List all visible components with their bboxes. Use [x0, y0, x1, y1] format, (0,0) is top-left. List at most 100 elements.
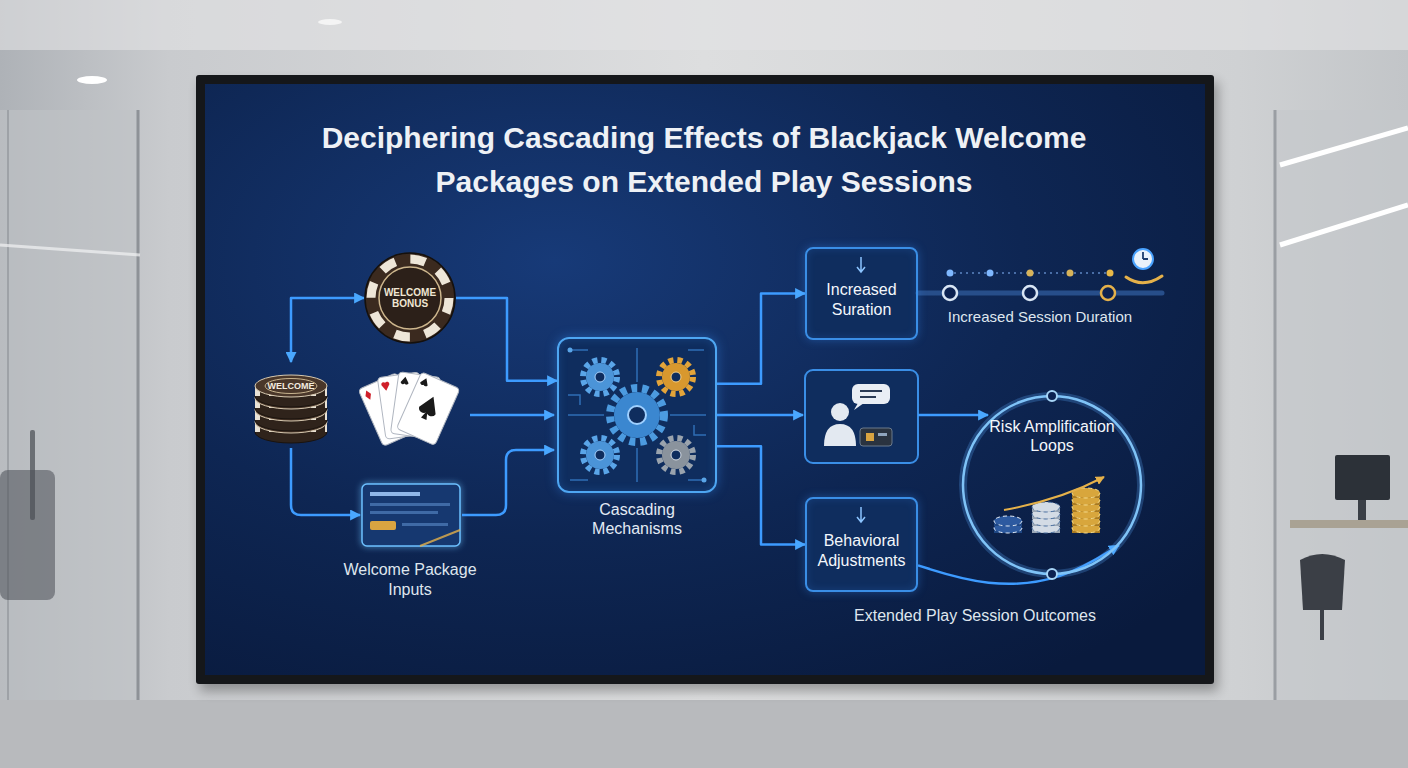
office-room-part [0, 0, 1408, 50]
office-room-part [1358, 500, 1366, 520]
flow-arrows-part [291, 448, 360, 515]
mechanism-illustration-part [662, 441, 690, 469]
display-screen [196, 75, 1218, 691]
duration-timeline-part [1126, 276, 1162, 283]
office-room-part [1300, 554, 1345, 610]
outcome-box-fills-part [805, 247, 918, 340]
ring-shape-part [1047, 569, 1057, 579]
mechanism-illustration-part [586, 363, 614, 391]
player-icon-box-part [805, 370, 918, 463]
risk-chip-stacks [994, 477, 1104, 533]
playing-cards-part-part [420, 377, 430, 387]
outcome-label: Increased Session Duration [915, 308, 1165, 327]
chip-shape-part [379, 267, 441, 329]
mechanism-illustration-part [595, 450, 605, 460]
office-room-part [0, 470, 55, 600]
node-text: Cascading Mechanisms [572, 500, 702, 538]
mechanism-illustration-part [586, 441, 614, 469]
display-screen-part [200, 82, 1218, 691]
flow-arrows-part [470, 414, 554, 417]
mechanism-illustration-part [610, 388, 664, 442]
mechanism-box: Cascading Mechanisms [557, 337, 717, 493]
mechanism-illustration-part [557, 337, 717, 493]
diagram-title: Deciphering Cascading Effects of Blackja… [284, 116, 1124, 203]
player-icon-box-part [860, 428, 892, 446]
office-room-part [7, 110, 9, 710]
outcome-label: Welcome Package Inputs [330, 560, 490, 600]
stack-shape-part [255, 375, 327, 397]
mechanism-illustration-part [614, 392, 660, 438]
connector-arrow [456, 298, 557, 381]
digital-card-part [370, 492, 420, 496]
duration-timeline-part [1023, 286, 1037, 300]
bonus-chip: WELCOME BONUS [364, 252, 456, 344]
connector-arrow [291, 298, 364, 362]
office-room-part [0, 700, 1408, 768]
mechanism-illustration-part [659, 438, 693, 472]
outcome-box: Behavioral Adjustments [805, 497, 918, 592]
node-text: Increased Suration [812, 280, 911, 318]
outcome-box-fills [805, 247, 918, 592]
player-icon-box-part [852, 384, 890, 404]
digital-card-part [362, 484, 460, 546]
mechanism-illustration-part [583, 360, 617, 394]
playing-cards [358, 372, 460, 447]
office-room-part [0, 110, 140, 710]
office-room-part [1280, 205, 1408, 245]
mechanism-illustration-part [659, 360, 693, 394]
outcome-box-fills-part [857, 507, 865, 522]
ring-shape-part [963, 396, 1141, 574]
digital-card [362, 484, 460, 546]
risk-chip-stacks-part [994, 516, 1022, 526]
outcome-box: Increased Suration [805, 247, 918, 340]
flow-arrows-part [717, 414, 803, 417]
mechanism-illustration-part [671, 450, 681, 460]
duration-timeline-part [1107, 270, 1114, 277]
mechanism-illustration-part [628, 406, 646, 424]
mechanism-illustration-part [595, 372, 605, 382]
office-room-part [1320, 610, 1324, 640]
duration-timeline-part [1133, 249, 1153, 269]
playing-cards-part-part [396, 372, 460, 446]
player-icon-box-part [878, 433, 887, 436]
duration-timeline-part [947, 270, 954, 277]
duration-timeline-part [943, 286, 957, 300]
playing-cards-part-part [381, 381, 390, 391]
office-room-part [1335, 455, 1390, 500]
connector-arrow [717, 446, 805, 544]
office-room-part [1275, 110, 1408, 710]
stack-shape [248, 362, 334, 448]
outcome-box-fills-part [857, 257, 865, 272]
duration-timeline-part [1027, 270, 1034, 277]
risk-chip-stacks-part [1004, 477, 1104, 510]
playing-cards-part-part [363, 389, 373, 401]
office-room-part [0, 245, 140, 255]
node-text: Risk Amplification Loops [982, 417, 1122, 455]
office-room-part [1274, 110, 1277, 710]
mechanism-illustration-part [702, 478, 707, 483]
duration-timeline [918, 249, 1162, 300]
digital-card-part [370, 521, 396, 530]
display-screen-part [205, 84, 1205, 675]
chip-shape-part [371, 259, 449, 337]
playing-cards-part-part [400, 376, 409, 385]
playing-cards-part [396, 372, 460, 446]
connector-arrow [717, 294, 805, 384]
digital-card-part [420, 530, 460, 546]
mechanism-illustration [557, 337, 717, 493]
mechanism-illustration-part [671, 372, 681, 382]
office-room-part [318, 19, 342, 25]
ring-shape-part [1047, 391, 1057, 401]
player-icon-box-part [824, 424, 856, 446]
mechanism-illustration-part [568, 348, 573, 353]
duration-timeline-part [1101, 286, 1115, 300]
flow-arrows [291, 415, 988, 515]
player-icon-box [805, 370, 918, 463]
office-room-part [77, 76, 107, 84]
duration-timeline-part [987, 270, 994, 277]
digital-card-part [370, 503, 450, 506]
